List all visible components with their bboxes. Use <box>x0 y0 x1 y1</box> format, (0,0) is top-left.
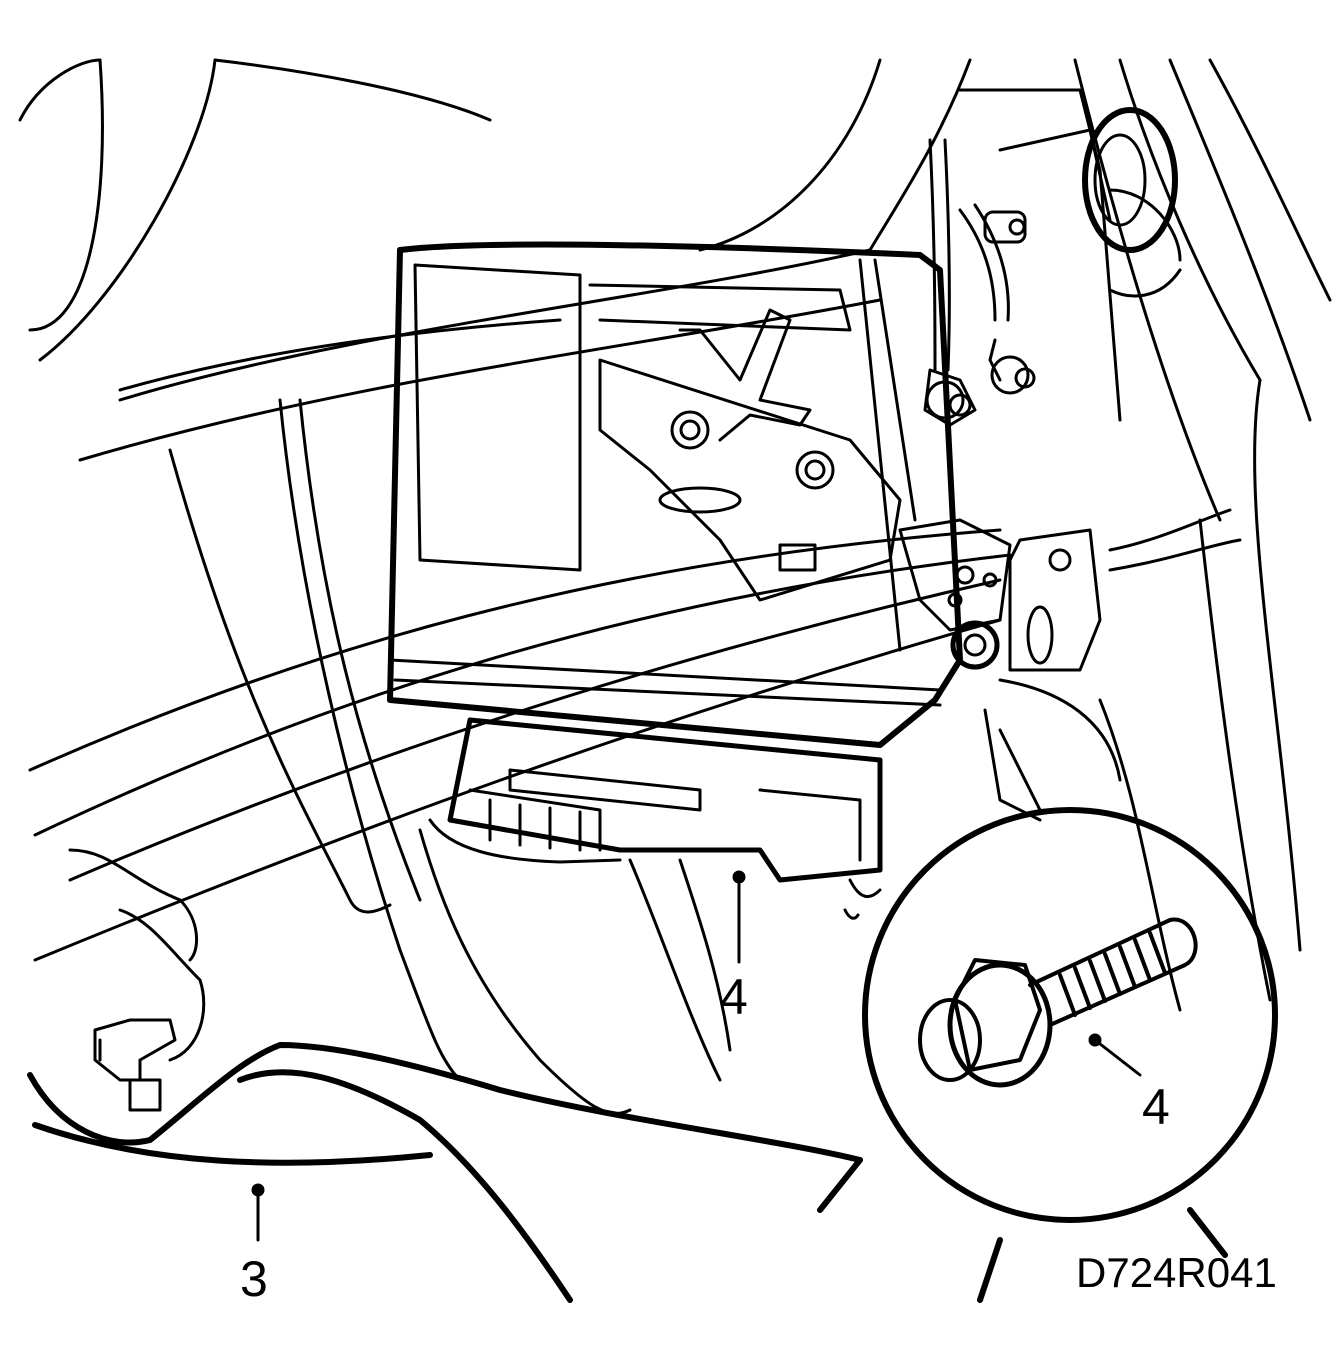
wiring-harness-loom <box>30 250 1010 1080</box>
callout-module-4: 4 <box>720 969 748 1025</box>
callout-harness-3: 3 <box>240 1251 268 1307</box>
callout-bolt-4: 4 <box>1142 1079 1170 1135</box>
figure-reference: D724R041 <box>1076 1249 1277 1296</box>
connector-block <box>430 720 880 880</box>
harness-cable <box>30 1045 860 1300</box>
door-pillar <box>960 90 1240 670</box>
body-panel-contours <box>20 60 1330 1010</box>
mounting-bracket <box>600 310 1010 667</box>
control-module <box>390 245 960 745</box>
connector-clip <box>95 1020 175 1110</box>
floor-contours <box>420 830 880 1113</box>
bolt-icon <box>920 920 1196 1085</box>
detail-zoom-circle <box>865 710 1275 1300</box>
leader-lines <box>253 872 1140 1240</box>
